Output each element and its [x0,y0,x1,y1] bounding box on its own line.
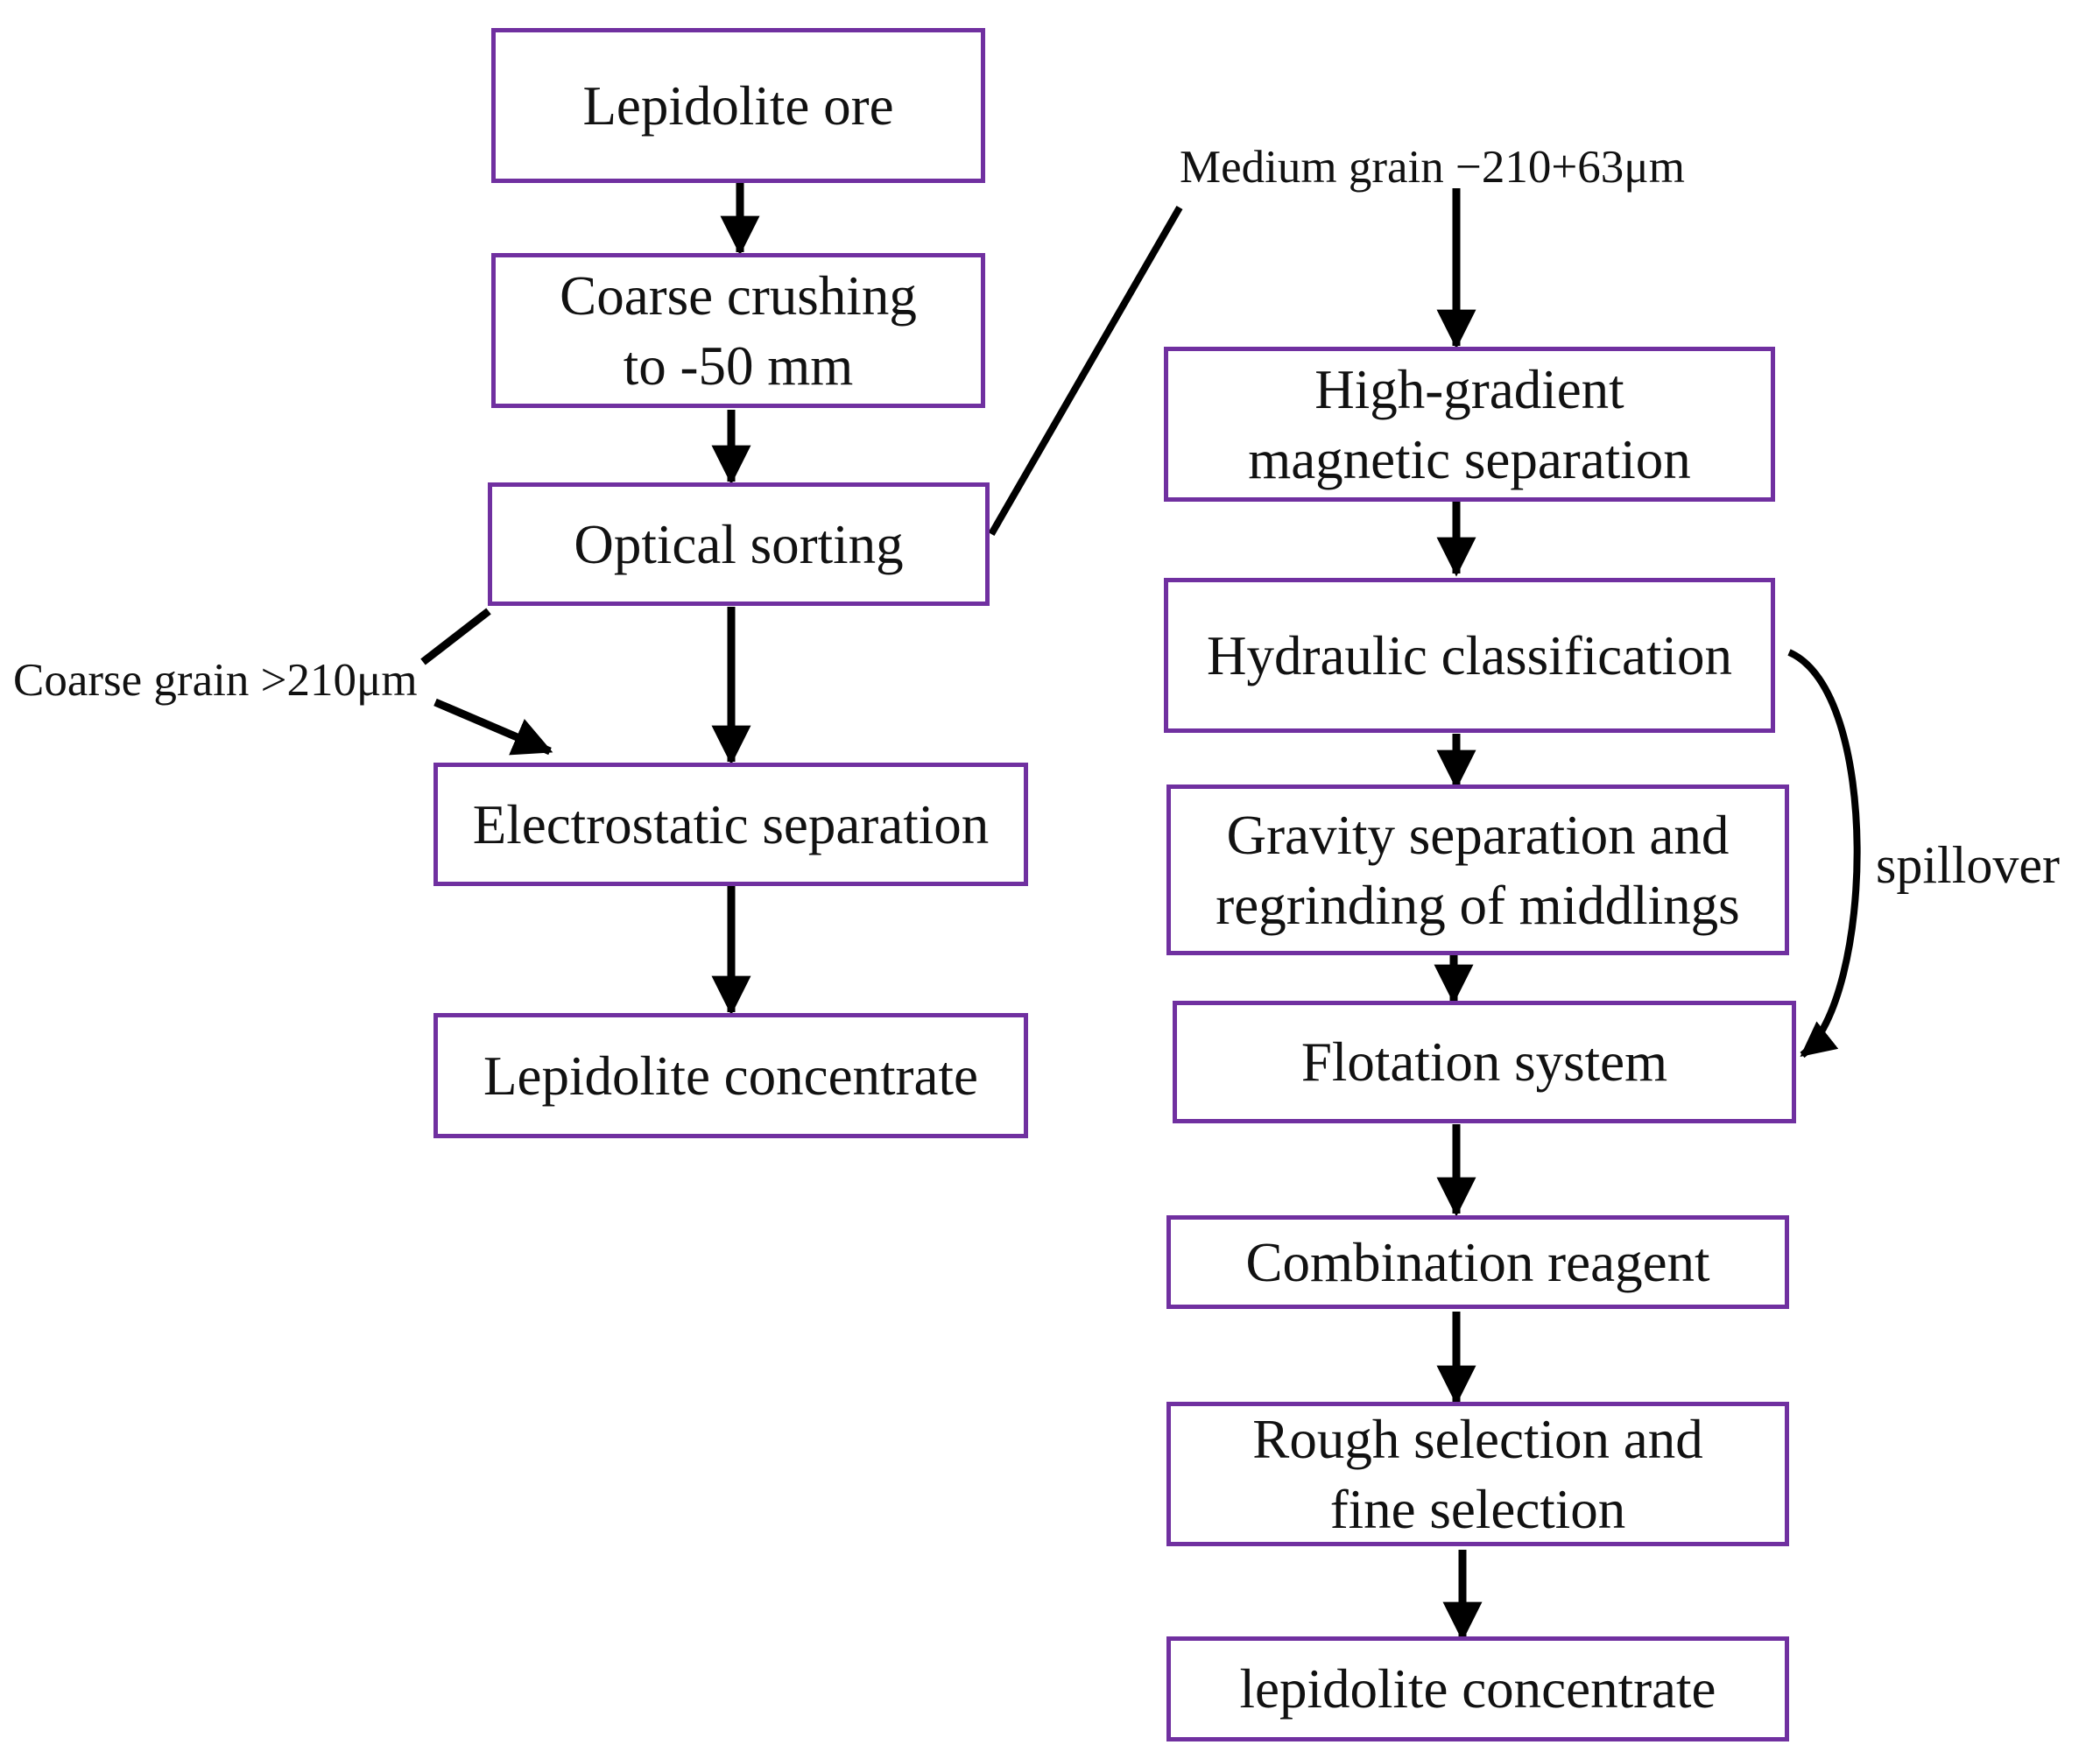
coarse-grain-branch-line [420,608,491,665]
node-flotation-system: Flotation system [1173,1001,1796,1123]
node-gravity-separation: Gravity separation and regrinding of mid… [1166,785,1789,955]
node-combination-reagent-label: Combination reagent [1245,1231,1710,1293]
node-optical-sorting: Optical sorting [488,482,990,606]
node-rough-fine-selection: Rough selection and fine selection [1166,1402,1789,1546]
node-electrostatic-separation: Electrostatic separation [433,763,1028,886]
node-coarse-crushing: Coarse crushing to -50 mm [491,253,985,408]
arrow-spillover [1787,649,1861,1059]
node-hydraulic-classification-label: Hydraulic classification [1206,624,1733,686]
arrow-coarse-grain [433,698,553,756]
node-flotation-system-label: Flotation system [1300,1031,1668,1093]
coarse-grain-label: Coarse grain >210μm [13,655,418,706]
node-electrostatic-separation-label: Electrostatic separation [472,793,990,855]
node-gravity-separation-label: Gravity separation and regrinding of mid… [1216,804,1740,936]
node-lepidolite-concentrate-left-label: Lepidolite concentrate [483,1045,978,1107]
node-lepidolite-concentrate-right-label: lepidolite concentrate [1239,1658,1716,1720]
node-combination-reagent: Combination reagent [1166,1215,1789,1309]
node-optical-sorting-label: Optical sorting [574,513,904,575]
node-lepidolite-concentrate-left: Lepidolite concentrate [433,1013,1028,1138]
node-hydraulic-classification: Hydraulic classification [1164,578,1775,733]
node-coarse-crushing-label: Coarse crushing to -50 mm [560,264,917,397]
node-high-gradient-label: High-gradient magnetic separation [1248,358,1691,490]
node-lepidolite-ore-label: Lepidolite ore [582,74,894,137]
node-lepidolite-concentrate-right: lepidolite concentrate [1166,1636,1789,1741]
node-high-gradient-magnetic-separation: High-gradient magnetic separation [1164,347,1775,502]
medium-grain-label: Medium grain −210+63μm [1180,142,1685,193]
node-rough-fine-selection-label: Rough selection and fine selection [1252,1408,1703,1540]
node-lepidolite-ore: Lepidolite ore [491,28,985,183]
spillover-label: spillover [1876,836,2060,894]
medium-grain-branch-line [988,206,1183,536]
